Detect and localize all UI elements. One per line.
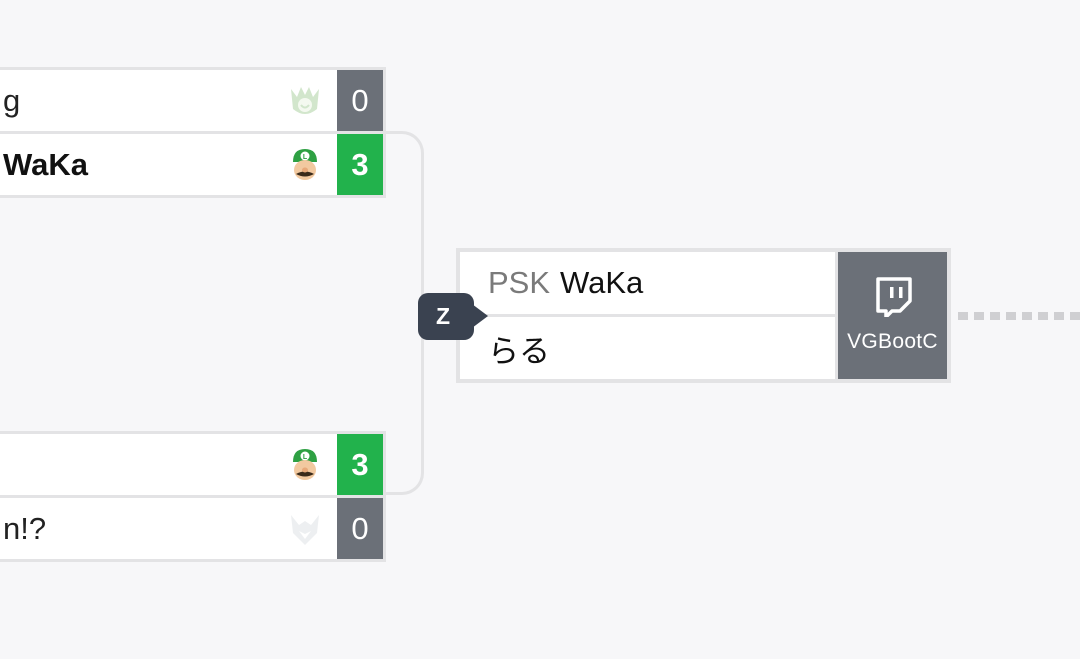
round-badge[interactable]: Z <box>418 293 488 340</box>
next-round-connector <box>958 312 1080 320</box>
match-slot[interactable]: WaKa L 3 <box>0 134 383 195</box>
svg-text:L: L <box>303 454 308 461</box>
score-badge: 3 <box>337 434 383 495</box>
match-card-top[interactable]: g 0 WaKa L <box>0 67 386 198</box>
match-slot[interactable]: らる <box>460 317 835 379</box>
player-prefix: PSK <box>488 265 551 300</box>
score-badge: 3 <box>337 134 383 195</box>
match-card-bottom[interactable]: L 3 n!? 0 <box>0 431 386 562</box>
score-badge: 0 <box>337 498 383 559</box>
player-name: n!? <box>3 510 47 546</box>
luigi-icon: L <box>285 445 325 485</box>
stream-label: VGBootC <box>847 330 938 353</box>
player-name: g <box>3 82 21 118</box>
match-slot[interactable]: L 3 <box>0 434 383 495</box>
player-name: WaKa <box>3 146 88 182</box>
match-slot[interactable]: PSK WaKa <box>460 252 835 314</box>
score-badge: 0 <box>337 70 383 131</box>
player-name: らる <box>488 333 550 369</box>
stream-button[interactable]: VGBootC <box>838 252 947 379</box>
fox-icon <box>285 509 325 549</box>
current-match-card[interactable]: PSK WaKa らる VGBootC <box>456 248 951 383</box>
current-match-slots: PSK WaKa らる <box>460 252 835 379</box>
twitch-icon <box>874 277 912 322</box>
luigi-icon: L <box>285 145 325 185</box>
player-name: WaKa <box>560 265 644 300</box>
match-slot[interactable]: g 0 <box>0 70 383 131</box>
svg-text:L: L <box>303 154 308 161</box>
bowser-icon <box>285 81 325 121</box>
match-slot[interactable]: n!? 0 <box>0 498 383 559</box>
